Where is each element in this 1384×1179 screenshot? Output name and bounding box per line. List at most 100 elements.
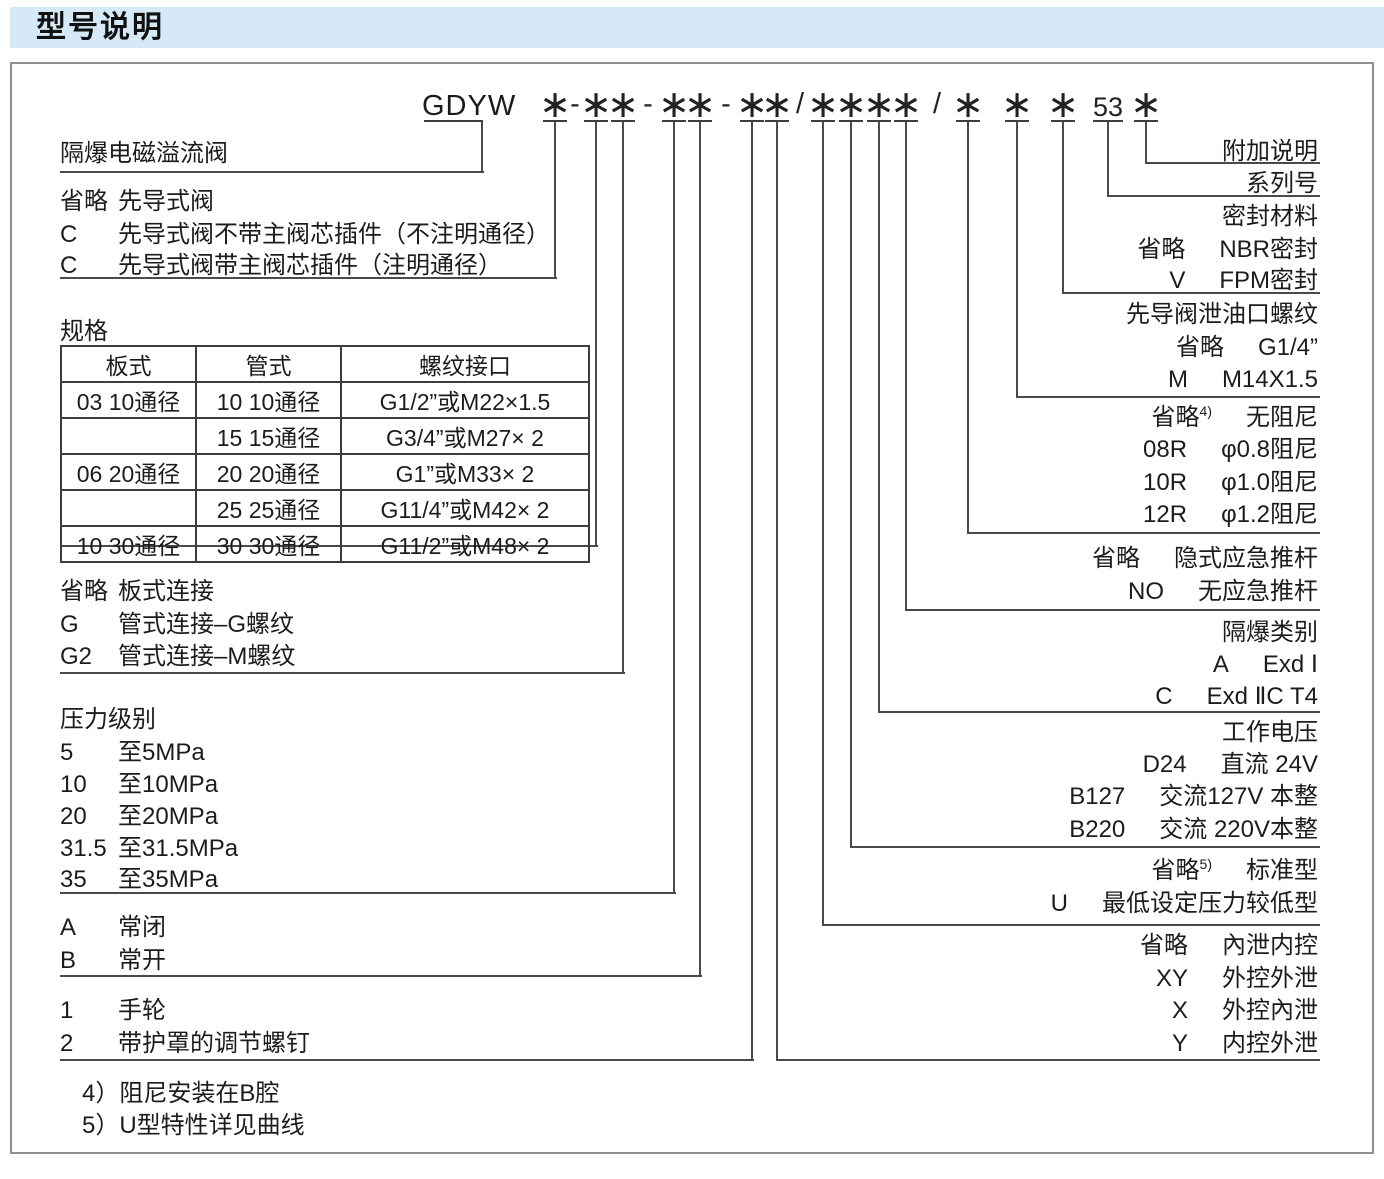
code-symbol: ∗	[890, 84, 922, 126]
code-separator: -	[643, 88, 653, 120]
row-desc: 管式连接–M螺纹	[118, 643, 296, 670]
row-code-text: B220	[1069, 816, 1126, 843]
code-symbol-underline	[1005, 120, 1029, 122]
table-cell	[60, 489, 197, 527]
section-title-pressure: 压力级别	[60, 706, 156, 733]
row-code-text: 省略	[1151, 404, 1200, 431]
row-desc: 常闭	[118, 914, 166, 941]
code-symbol: ∗	[658, 84, 690, 126]
row-desc: 无应急推杆	[1198, 578, 1318, 605]
code-symbol: ∗	[835, 84, 867, 126]
row-code-text: C	[1155, 683, 1173, 710]
row-desc: φ0.8阻尼	[1221, 436, 1318, 463]
code-symbol-underline	[662, 120, 686, 122]
row-desc: 外控內泄	[1222, 997, 1318, 1024]
row-desc: 先导式阀	[118, 188, 214, 215]
row-desc: 带护罩的调节螺钉	[118, 1030, 310, 1057]
section-row: 附加说明	[1222, 138, 1318, 165]
connector-hline	[60, 277, 557, 279]
connector-vline	[1107, 122, 1109, 196]
row-code: 2	[60, 1030, 74, 1057]
code-symbol: ∗	[607, 84, 639, 126]
row-desc: 至20MPa	[118, 803, 219, 830]
code-separator: /	[932, 88, 942, 120]
row-code: 省略	[60, 188, 108, 215]
section-row: 08R φ0.8阻尼	[1143, 436, 1318, 463]
connector-hline	[60, 1059, 754, 1061]
connector-hline	[1145, 162, 1320, 164]
row-code: C	[1155, 683, 1172, 710]
connector-hline	[822, 924, 1320, 926]
code-symbol-underline	[894, 120, 918, 122]
row-code-text: 12R	[1143, 501, 1188, 528]
row-code: 省略	[1137, 236, 1185, 263]
row-code-text: 省略	[1175, 334, 1224, 361]
table-cell: G3/4”或M27× 2	[340, 417, 590, 455]
section-row: 省略 內泄内控	[1140, 932, 1318, 959]
row-code: B	[60, 947, 77, 974]
code-symbol-underline	[765, 120, 789, 122]
code-symbol-underline	[1134, 120, 1158, 122]
section-row: 工作电压	[1222, 719, 1318, 746]
row-desc: 交流127V 本整	[1159, 783, 1318, 810]
row-code: D24	[1143, 751, 1187, 778]
row-code: 省略5)	[1152, 857, 1212, 884]
row-desc: 无阻尼	[1246, 404, 1318, 431]
row-desc: 手轮	[118, 997, 166, 1024]
connector-hline	[878, 711, 1320, 713]
connector-vline	[1145, 122, 1147, 163]
code-symbol-underline	[867, 120, 891, 122]
row-code: G	[60, 611, 79, 638]
table-cell: 15 15通径	[195, 417, 342, 455]
connector-hline	[60, 975, 702, 977]
row-code-text: A	[1212, 651, 1229, 678]
row-code: 省略	[1140, 932, 1188, 959]
table-cell: G1”或M33× 2	[340, 453, 590, 491]
row-code-text: 08R	[1143, 436, 1188, 463]
section-row: 隔爆类别	[1222, 619, 1318, 646]
row-code-text: D24	[1142, 751, 1187, 778]
row-code: C	[60, 252, 78, 279]
row-desc: φ1.0阻尼	[1221, 469, 1318, 496]
row-desc: 先导式阀带主阀芯插件（注明通径）	[118, 252, 502, 279]
connector-hline	[60, 672, 625, 674]
code-symbol-underline	[543, 120, 567, 122]
row-code: C	[60, 221, 78, 248]
connector-vline	[1062, 122, 1064, 293]
code-symbol: ∗	[1130, 84, 1162, 126]
section-row: 省略隐式应急推杆	[1092, 545, 1318, 572]
row-code-text: V	[1169, 267, 1186, 294]
row-code: 20	[60, 803, 87, 830]
row-code-text: Y	[1171, 1030, 1188, 1057]
connector-vline	[822, 122, 824, 925]
footnote: 5）U型特性详见曲线	[82, 1112, 305, 1139]
table-cell: G1/2”或M22×1.5	[340, 381, 590, 419]
section-row: 系列号	[1246, 170, 1318, 197]
row-desc: 系列号	[1246, 170, 1318, 197]
connector-vline	[905, 122, 907, 610]
row-code: B127	[1069, 783, 1125, 810]
row-code: Y	[1172, 1030, 1188, 1057]
section-row: B127 交流127V 本整	[1069, 783, 1318, 810]
connector-vline	[850, 122, 852, 847]
row-desc: 先导式阀不带主阀芯插件（不注明通径）	[118, 221, 550, 248]
row-code: 5	[60, 739, 74, 766]
row-desc: φ1.2阻尼	[1221, 501, 1318, 528]
row-desc: 板式连接	[118, 578, 214, 605]
row-desc: 內泄内控	[1222, 932, 1318, 959]
row-desc: 至35MPa	[118, 866, 219, 893]
code-symbol-underline	[740, 120, 764, 122]
row-desc: 附加说明	[1222, 138, 1318, 165]
connector-vline	[622, 122, 624, 673]
row-desc: 先导阀泄油口螺纹	[1126, 301, 1318, 328]
